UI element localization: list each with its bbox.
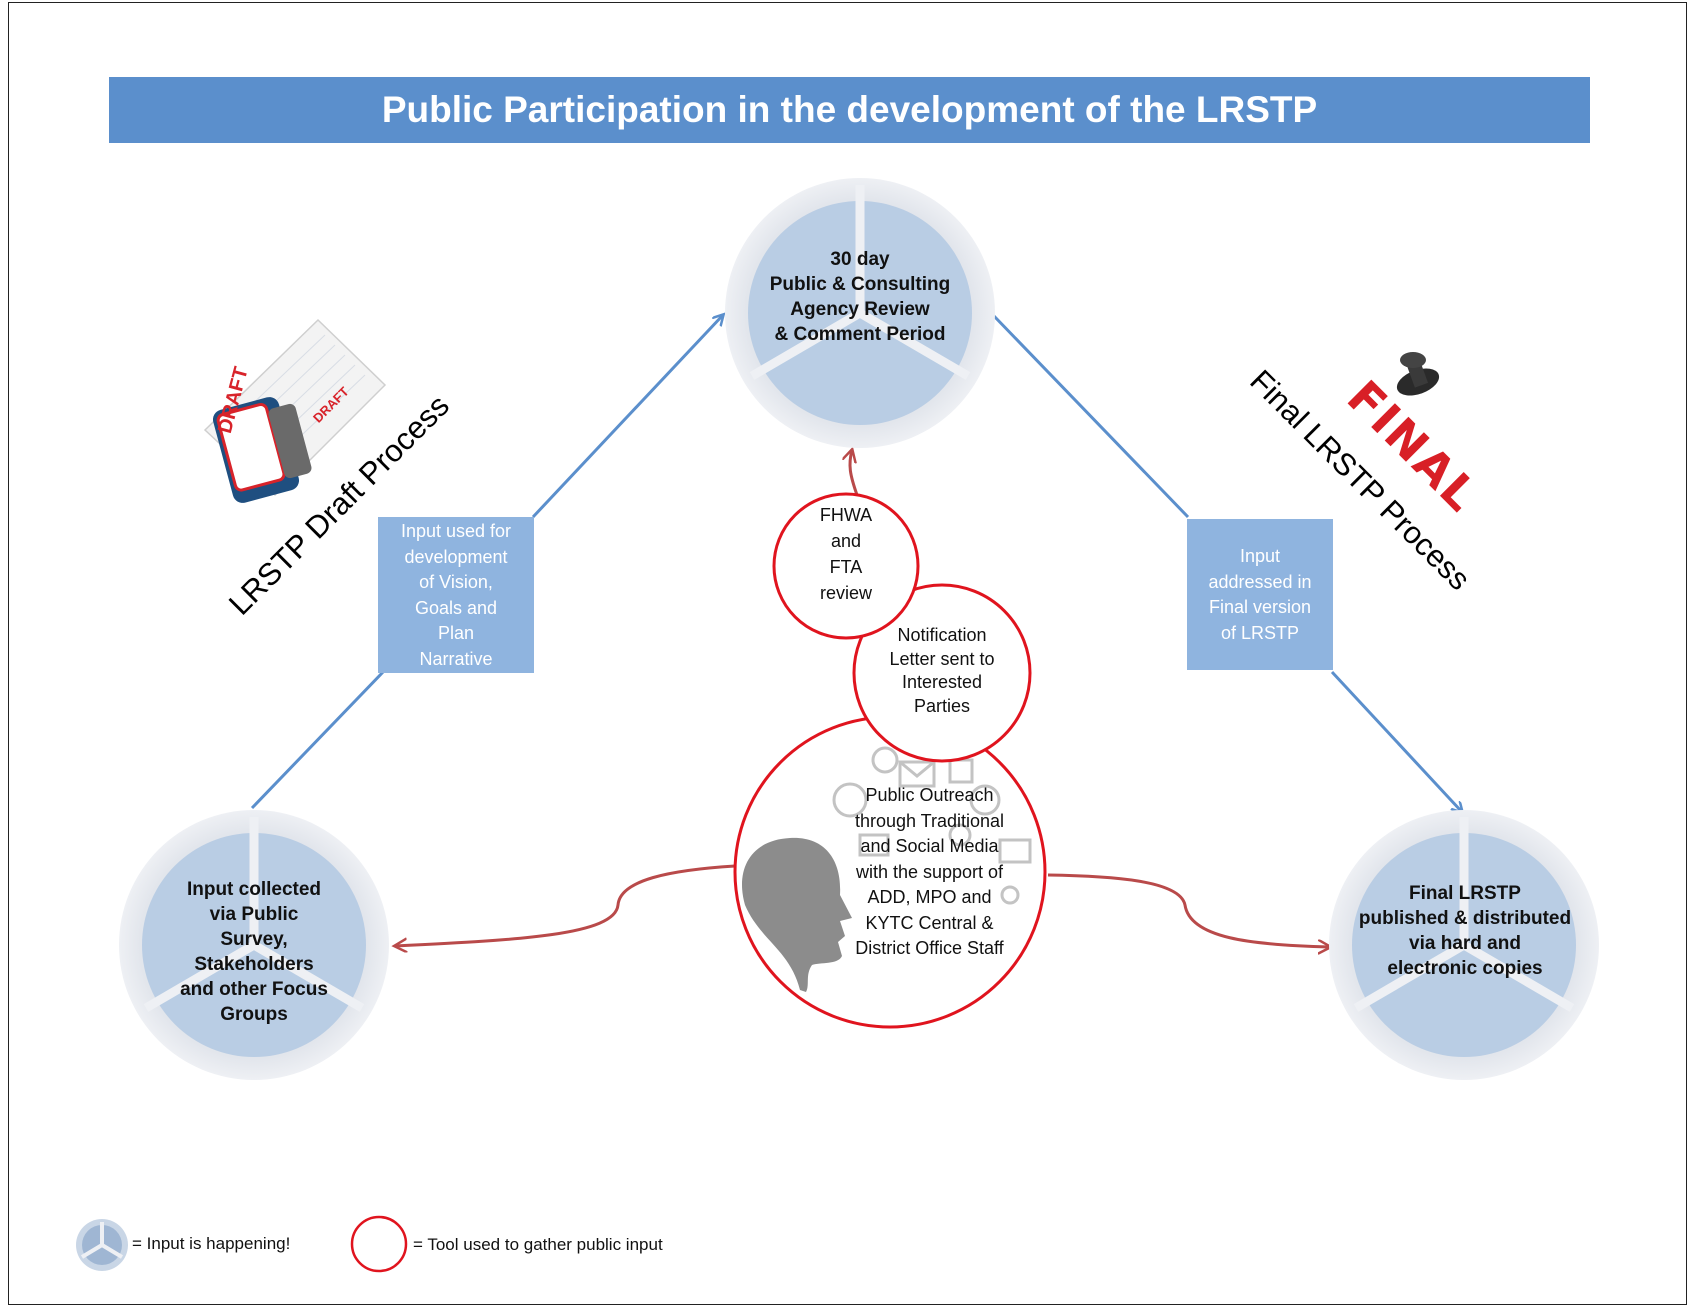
draft-box-line: development	[404, 546, 508, 567]
published-line: Final LRSTP	[1409, 883, 1521, 904]
notification-line: Interested	[901, 672, 983, 692]
legend-tool-icon	[350, 1215, 408, 1273]
notification-tool-label: Notification Letter sent to Interested P…	[867, 624, 1017, 718]
notification-tool-circle	[852, 583, 1032, 763]
outreach-line: and Social Media	[860, 836, 999, 856]
review-line: Agency Review	[790, 299, 930, 320]
published-line: electronic copies	[1387, 958, 1543, 979]
collected-line: Groups	[220, 1004, 288, 1025]
collected-wheel	[119, 810, 389, 1080]
legend-input-icon	[76, 1219, 128, 1271]
outreach-line: through Traditional	[854, 810, 1005, 831]
final-flow-box	[1187, 519, 1333, 670]
review-wheel-label: 30 day Public & Consulting Agency Review…	[760, 247, 960, 347]
review-line: Public & Consulting	[769, 274, 951, 295]
final-box-line: addressed in	[1208, 571, 1312, 592]
fhwa-line: and	[830, 531, 862, 551]
fhwa-line: FTA	[829, 557, 863, 577]
final-box-line: of LRSTP	[1220, 622, 1300, 643]
final-box-label: Input addressed in Final version of LRST…	[1187, 544, 1333, 646]
notification-line: Notification	[897, 625, 987, 645]
review-wheel	[725, 178, 995, 448]
page-frame	[8, 2, 1687, 1305]
person-head-silhouette-icon	[742, 837, 852, 992]
collected-line: Survey,	[220, 929, 288, 950]
collected-line: via Public	[209, 904, 299, 925]
fhwa-tool-circle	[772, 492, 920, 640]
outreach-line: Public Outreach	[865, 785, 994, 805]
review-line: 30 day	[830, 249, 890, 270]
outreach-tool-label: Public Outreach through Traditional and …	[832, 783, 1027, 962]
draft-box-line: Input used for	[400, 521, 512, 541]
fhwa-tool-label: FHWA and FTA review	[786, 502, 906, 606]
final-box-line: Input	[1239, 546, 1281, 566]
fhwa-line: FHWA	[819, 505, 873, 525]
outreach-line: with the support of	[855, 861, 1004, 882]
draft-flow-arrow	[250, 315, 723, 810]
final-box-line: Final version	[1208, 597, 1312, 617]
legend-tool-label: = Tool used to gather public input	[413, 1235, 663, 1254]
rubber-stamp-icon	[203, 318, 387, 503]
page-title: Public Participation in the development …	[109, 77, 1590, 143]
draft-box-label: Input used for development of Vision, Go…	[378, 519, 534, 672]
draft-box-line: of Vision,	[419, 572, 493, 592]
fhwa-to-review-arrow	[850, 450, 859, 496]
outreach-line: District Office Staff	[855, 938, 1004, 958]
published-wheel	[1329, 810, 1599, 1080]
published-line: published & distributed	[1358, 908, 1572, 929]
draft-box-line: Narrative	[419, 648, 493, 669]
draft-box-line: Plan	[437, 623, 475, 643]
draft-flow-box	[378, 517, 534, 673]
draft-box-line: Goals and	[414, 597, 498, 618]
collected-line: and other Focus	[180, 979, 328, 1000]
review-line: & Comment Period	[774, 324, 946, 345]
fhwa-line: review	[819, 583, 872, 603]
notification-line: Letter sent to	[889, 648, 995, 669]
outreach-to-collected-arrow	[395, 864, 736, 946]
outreach-line: KYTC Central &	[865, 912, 994, 933]
published-line: via hard and	[1409, 933, 1521, 954]
collected-line: Stakeholders	[194, 954, 314, 975]
legend-input-label: = Input is happening!	[132, 1234, 291, 1253]
collected-line: Input collected	[186, 879, 322, 900]
outreach-line: ADD, MPO and	[867, 887, 992, 907]
published-wheel-label: Final LRSTP published & distributed via …	[1349, 881, 1581, 981]
stamp-icon	[1396, 352, 1440, 396]
outreach-to-published-arrow	[1047, 873, 1330, 947]
collected-wheel-label: Input collected via Public Survey, Stake…	[164, 877, 344, 1027]
final-flow-arrow	[991, 313, 1462, 812]
notification-line: Parties	[913, 695, 971, 716]
